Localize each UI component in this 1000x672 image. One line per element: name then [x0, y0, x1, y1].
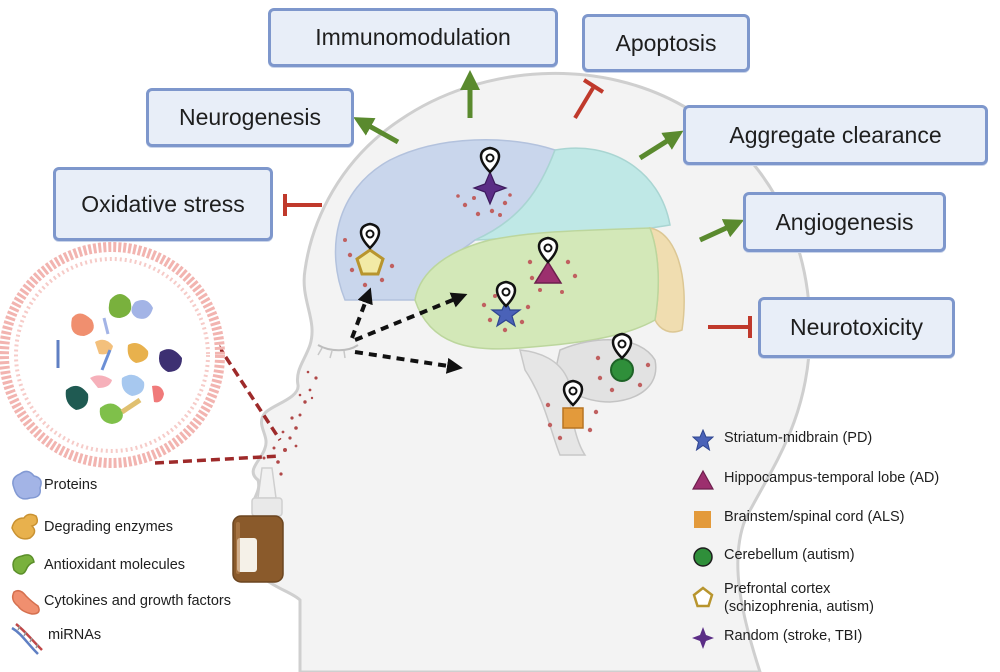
effect-neurotoxicity: Neurotoxicity — [758, 297, 955, 358]
dot-cloud-prefrontal — [343, 238, 395, 288]
legend-label: Brainstem/spinal cord (ALS) — [724, 509, 905, 525]
legend-label-line2: (schizophrenia, autism) — [724, 599, 874, 615]
exosome-cargo — [56, 294, 182, 424]
legend-label: Random (stroke, TBI) — [724, 628, 863, 644]
inhibit-neurotoxicity — [708, 316, 752, 338]
cargo-label: Antioxidant molecules — [44, 557, 186, 573]
legend-striatum: Striatum-midbrain (PD) — [688, 429, 872, 451]
green-circle-icon — [688, 546, 718, 568]
effect-label: Apoptosis — [615, 29, 717, 56]
effect-label: Immunomodulation — [315, 24, 511, 50]
nasal-arrow-temporal — [354, 350, 463, 374]
antioxidant-icon — [12, 554, 35, 575]
marker-striatum — [481, 280, 531, 333]
square-icon — [688, 508, 718, 530]
cargo-label: Cytokines and growth factors — [44, 593, 231, 609]
dot-cloud-striatum — [481, 294, 531, 333]
dot-cloud-cerebellum — [595, 355, 651, 393]
legend-prefrontal: Prefrontal cortex (schizophrenia, autism… — [688, 580, 874, 616]
location-pin-icon — [359, 222, 381, 250]
protein-icon — [12, 470, 42, 500]
arrow-to-neurogenesis — [353, 117, 400, 145]
legend-cerebellum: Cerebellum (autism) — [688, 546, 855, 568]
inhibit-apoptosis — [573, 78, 605, 120]
temporal-lobe — [414, 227, 660, 350]
effect-label: Oxidative stress — [81, 190, 245, 217]
legend-random: Random (stroke, TBI) — [688, 627, 862, 649]
effect-immunomodulation: Immunomodulation — [268, 8, 558, 67]
exosome-vesicle — [0, 242, 225, 468]
cargo-label: Proteins — [44, 477, 98, 493]
marker-random — [456, 146, 512, 217]
legend-label: Hippocampus-temporal lobe (AD) — [724, 470, 940, 486]
location-pin-icon — [495, 280, 517, 308]
cargo-label: miRNAs — [48, 627, 102, 643]
cargo-legend-antioxidants: Antioxidant molecules — [8, 548, 185, 582]
pentagon-icon — [688, 586, 718, 608]
effect-label: Neurogenesis — [179, 104, 321, 130]
legend-label: Striatum-midbrain (PD) — [724, 430, 873, 446]
cytokine-icon — [11, 589, 40, 615]
legend-hippocampus: Hippocampus-temporal lobe (AD) — [688, 469, 939, 491]
cargo-legend-proteins: Proteins — [8, 468, 97, 502]
effect-apoptosis: Apoptosis — [582, 14, 750, 72]
location-pin-icon — [611, 332, 633, 360]
arrow-to-angiogenesis — [698, 219, 745, 243]
effect-label: Angiogenesis — [775, 208, 914, 235]
cargo-label: Degrading enzymes — [44, 519, 173, 535]
legend-label-block: Prefrontal cortex (schizophrenia, autism… — [724, 580, 874, 616]
location-pin-icon — [562, 379, 584, 407]
enzyme-icon — [11, 513, 39, 540]
eyelashes — [317, 347, 346, 359]
marker-brainstem — [545, 379, 599, 441]
spray-particles — [262, 370, 318, 476]
dot-cloud-hippocampus — [527, 259, 578, 294]
effect-aggregate-clearance: Aggregate clearance — [683, 105, 988, 165]
dot-cloud-random — [456, 193, 512, 217]
effect-neurogenesis: Neurogenesis — [146, 88, 354, 147]
cargo-legend-cytokines: Cytokines and growth factors — [8, 584, 231, 618]
legend-label-line1: Prefrontal cortex — [724, 581, 831, 597]
eye — [317, 344, 359, 352]
marker-cerebellum — [595, 332, 651, 393]
cargo-legend-mirnas: miRNAs — [8, 620, 101, 660]
effect-label: Aggregate clearance — [729, 121, 942, 148]
blue-star-icon — [688, 429, 718, 451]
location-pin-icon — [479, 146, 501, 174]
effect-label: Neurotoxicity — [790, 314, 923, 340]
cargo-legend-enzymes: Degrading enzymes — [8, 510, 173, 544]
legend-label: Cerebellum (autism) — [724, 547, 855, 563]
nasal-spray-bottle — [232, 467, 284, 583]
effect-oxidative-stress: Oxidative stress — [53, 167, 273, 241]
legend-brainstem: Brainstem/spinal cord (ALS) — [688, 508, 905, 530]
arrow-to-aggregate-clearance — [638, 130, 684, 161]
exosome-link-lower — [154, 454, 281, 465]
nasal-arrow-striatum — [354, 292, 468, 342]
nasal-arrow-prefrontal — [350, 287, 373, 339]
location-pin-icon — [537, 236, 559, 264]
purple-star-icon — [688, 627, 718, 649]
marker-hippocampus — [527, 236, 578, 294]
mirna-icon — [11, 623, 43, 655]
effect-angiogenesis: Angiogenesis — [743, 192, 946, 252]
dot-cloud-brainstem — [545, 402, 599, 441]
triangle-icon — [688, 469, 718, 491]
inhibit-oxidative-stress — [283, 194, 322, 216]
exosome-link-upper — [193, 309, 282, 441]
marker-prefrontal — [343, 222, 395, 288]
